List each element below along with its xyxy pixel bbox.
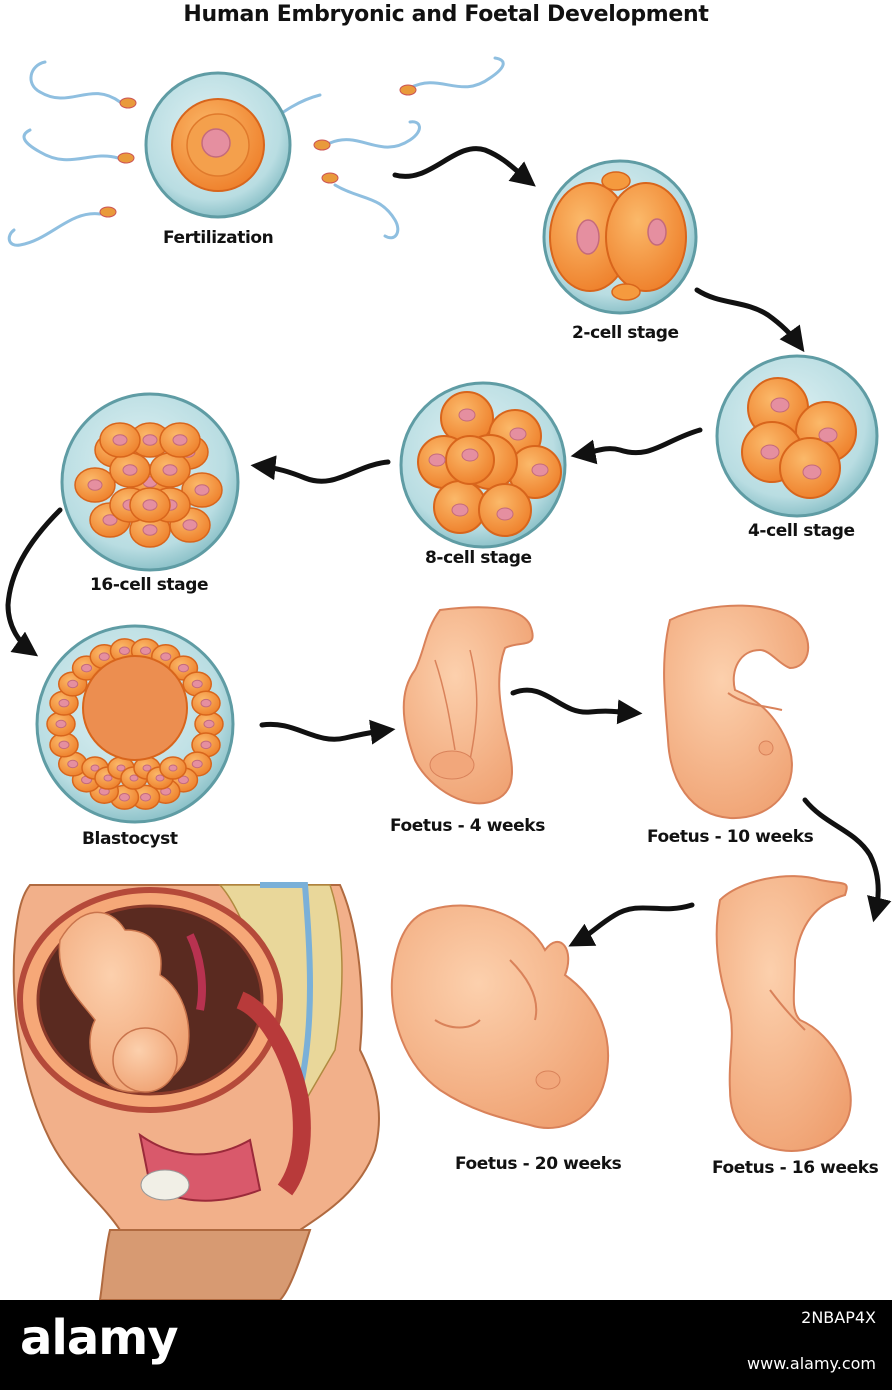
cell-nucleus xyxy=(142,434,158,446)
foetus-10-weeks-illustration xyxy=(663,604,810,820)
cell-nucleus xyxy=(129,774,139,782)
watermark-footer: alamy 2NBAP4X www.alamy.com xyxy=(0,1300,892,1390)
blastocyst-illustration xyxy=(35,624,235,824)
cell-nucleus xyxy=(142,764,152,772)
image-id: 2NBAP4X xyxy=(801,1308,876,1327)
foetus-16-weeks-illustration xyxy=(715,875,852,1152)
cell-nucleus xyxy=(112,434,128,446)
site-url: www.alamy.com xyxy=(747,1354,876,1373)
cell-nucleus xyxy=(142,499,158,511)
arrow-icon xyxy=(259,719,396,745)
sperm-icon xyxy=(7,206,117,247)
cell-nucleus xyxy=(67,759,79,769)
sperm-icon xyxy=(399,56,505,96)
foetus-20-weeks-illustration xyxy=(390,904,609,1129)
cell-nucleus xyxy=(177,663,189,673)
cell-nucleus xyxy=(182,519,198,531)
cell-nucleus xyxy=(162,464,178,476)
4-cell-illustration xyxy=(715,354,879,518)
label-foetus-10-weeks: Foetus - 10 weeks xyxy=(647,827,814,847)
cell-nucleus xyxy=(90,764,100,772)
cell-nucleus xyxy=(98,652,110,661)
label-foetus-4-weeks: Foetus - 4 weeks xyxy=(390,816,545,836)
diagram-title: Human Embryonic and Foetal Development xyxy=(183,2,709,27)
cell-nucleus xyxy=(58,698,70,708)
cell-cluster xyxy=(74,422,223,548)
cell-nucleus xyxy=(200,740,212,750)
label-foetus-20-weeks: Foetus - 20 weeks xyxy=(455,1154,622,1174)
brand-logo: alamy xyxy=(20,1310,179,1366)
label-fertilization: Fertilization xyxy=(163,228,274,248)
cell-nucleus xyxy=(118,646,130,656)
arrow-icon xyxy=(694,287,805,353)
cell-nucleus xyxy=(168,764,178,772)
development-diagram xyxy=(5,56,892,1300)
cell-nucleus xyxy=(102,514,118,526)
sperm-icon xyxy=(313,120,421,151)
cell-nucleus xyxy=(116,764,126,772)
cell-nucleus xyxy=(140,646,152,656)
arrow-icon xyxy=(250,455,391,484)
cell-nucleus xyxy=(142,524,158,536)
label-blastocyst: Blastocyst xyxy=(82,829,178,849)
cell-nucleus xyxy=(118,792,130,802)
cell-nucleus xyxy=(172,434,188,446)
label-2-cell-stage: 2-cell stage xyxy=(572,323,679,343)
arrow-icon xyxy=(802,797,892,923)
sperm-icon xyxy=(29,60,137,109)
label-4-cell-stage: 4-cell stage xyxy=(748,521,855,541)
cell-nucleus xyxy=(194,484,210,496)
cell-nucleus xyxy=(140,792,152,802)
cell-nucleus xyxy=(200,698,212,708)
cell-nucleus xyxy=(203,719,215,729)
cell-nucleus xyxy=(122,464,138,476)
cell-nucleus xyxy=(177,775,189,785)
cell-nucleus xyxy=(155,774,165,782)
arrow-icon xyxy=(5,507,63,657)
sperm-icon xyxy=(22,128,135,164)
cell-nucleus xyxy=(67,679,79,689)
arrow-icon xyxy=(392,146,536,187)
progression-arrows xyxy=(5,146,892,947)
arrow-icon xyxy=(568,902,695,947)
label-8-cell-stage: 8-cell stage xyxy=(425,548,532,568)
cell-nucleus xyxy=(160,652,172,661)
sperm-icon xyxy=(321,172,400,240)
2-cell-illustration xyxy=(542,159,698,315)
cell-nucleus xyxy=(58,740,70,750)
arrow-icon xyxy=(510,687,643,725)
8-cell-illustration xyxy=(399,381,567,549)
fertilization-illustration xyxy=(7,56,505,247)
16-cell-illustration xyxy=(60,392,240,572)
cell-nucleus xyxy=(191,679,203,689)
label-16-cell-stage: 16-cell stage xyxy=(90,575,209,595)
cell-nucleus xyxy=(191,759,203,769)
foetus-4-weeks-illustration xyxy=(402,606,534,805)
cell-nucleus xyxy=(103,774,113,782)
arrow-icon xyxy=(570,427,703,465)
label-foetus-16-weeks: Foetus - 16 weeks xyxy=(712,1158,879,1178)
cell-nucleus xyxy=(87,479,103,491)
cell-nucleus xyxy=(55,719,67,729)
pregnant-uterus-cross-section xyxy=(12,882,381,1300)
cell-nucleus xyxy=(81,663,93,673)
